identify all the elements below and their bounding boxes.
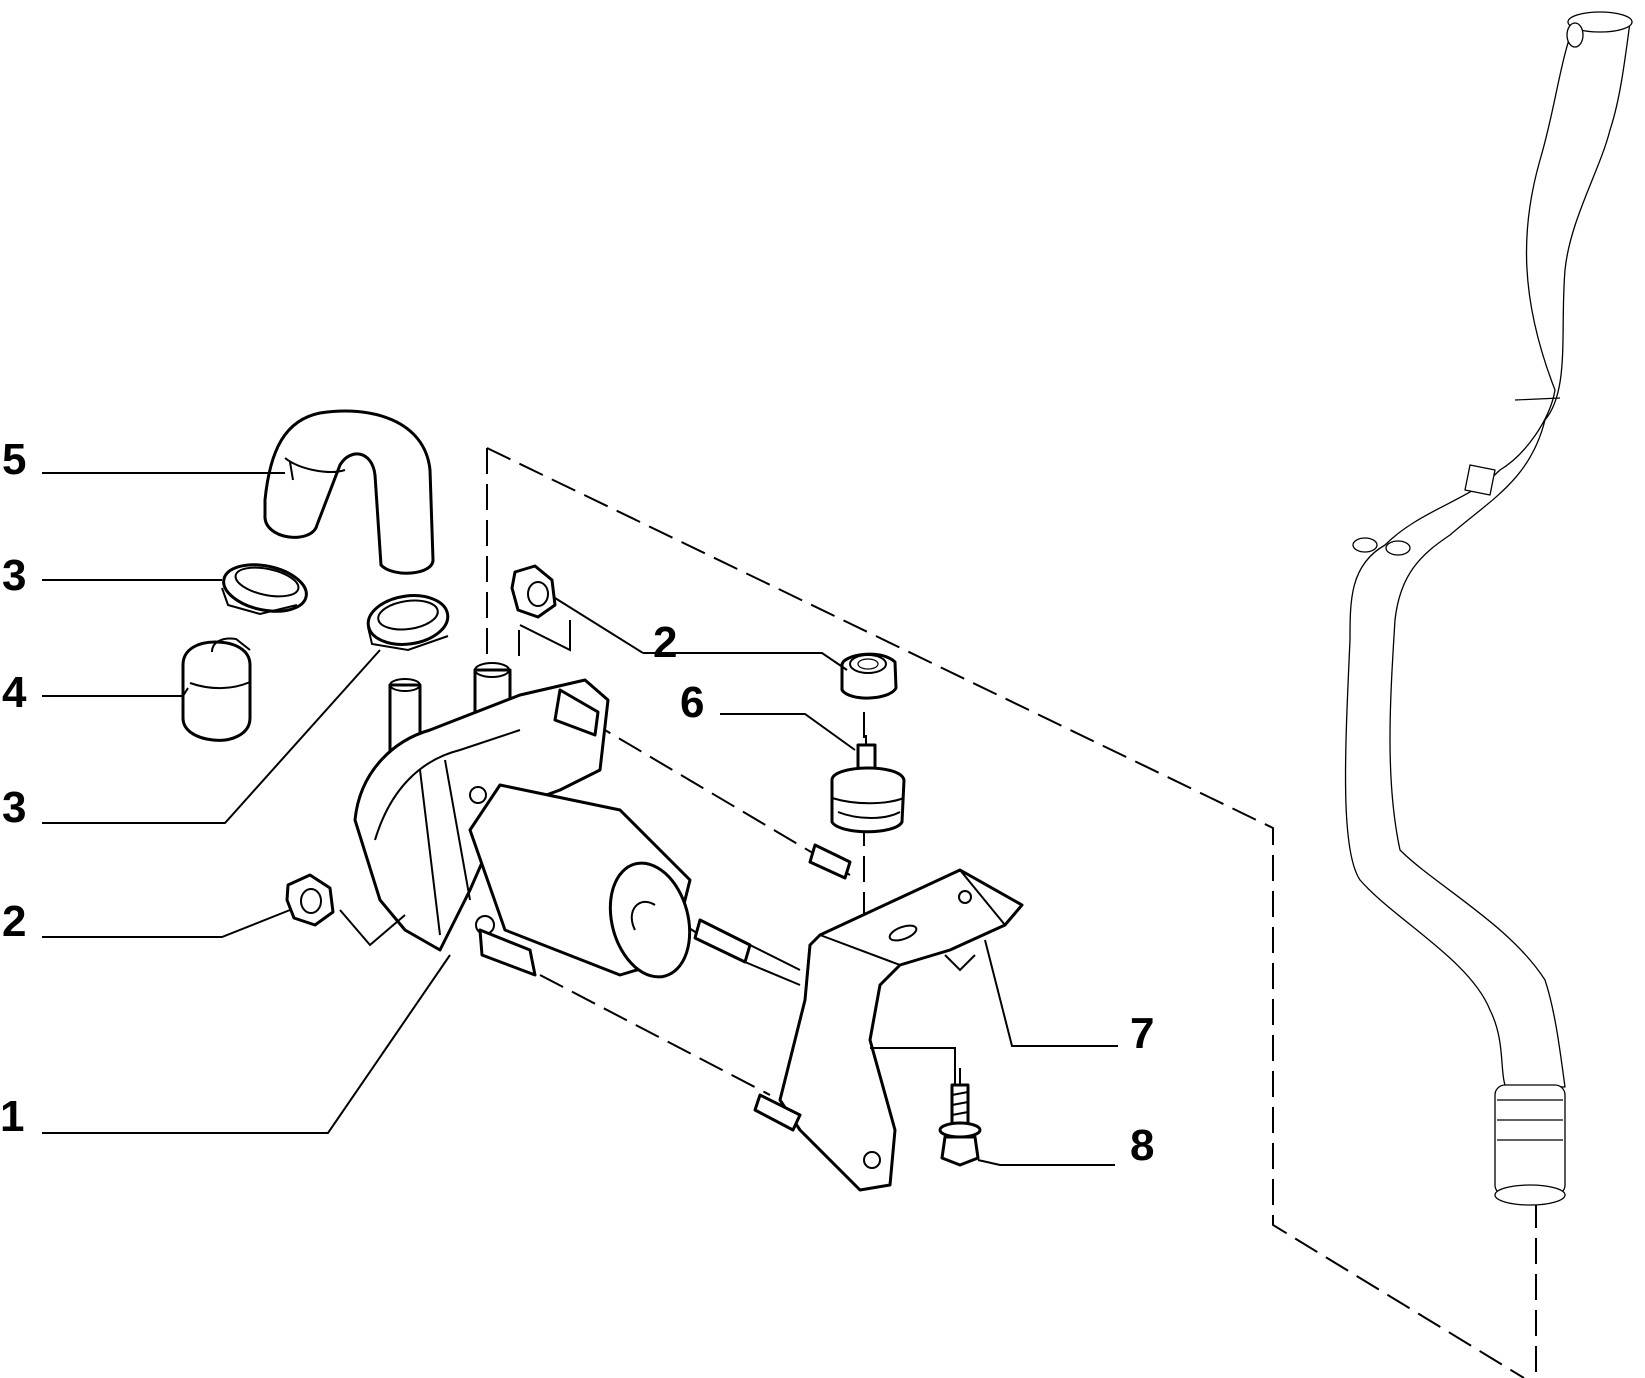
rubber-mount <box>830 735 906 834</box>
rubber-plug <box>181 637 252 742</box>
mounting-bracket <box>753 868 1024 1192</box>
callout-2-upper: 2 <box>653 618 677 667</box>
hose-bend <box>263 409 435 575</box>
hex-nut-lower <box>285 873 335 927</box>
callout-2-lower: 2 <box>2 897 26 946</box>
electric-pump <box>353 662 852 986</box>
coolant-hose <box>1344 11 1633 1206</box>
callout-3-lower: 3 <box>2 783 26 832</box>
callout-8: 8 <box>1130 1121 1154 1170</box>
callout-labels: 5 3 4 3 2 1 2 6 7 8 <box>0 435 1154 1170</box>
callout-4: 4 <box>2 668 27 717</box>
hex-nut-upper <box>510 564 557 619</box>
leader-lines <box>42 472 1118 1166</box>
bolt-with-washer <box>938 1068 982 1167</box>
callout-3-upper: 3 <box>2 551 26 600</box>
hose-clamp-lower <box>366 594 450 652</box>
callout-6: 6 <box>680 678 704 727</box>
callout-5: 5 <box>2 435 26 484</box>
callout-7: 7 <box>1130 1009 1154 1058</box>
hose-clamp-upper <box>221 563 308 616</box>
nyloc-nut <box>840 652 898 700</box>
callout-1: 1 <box>0 1092 24 1141</box>
